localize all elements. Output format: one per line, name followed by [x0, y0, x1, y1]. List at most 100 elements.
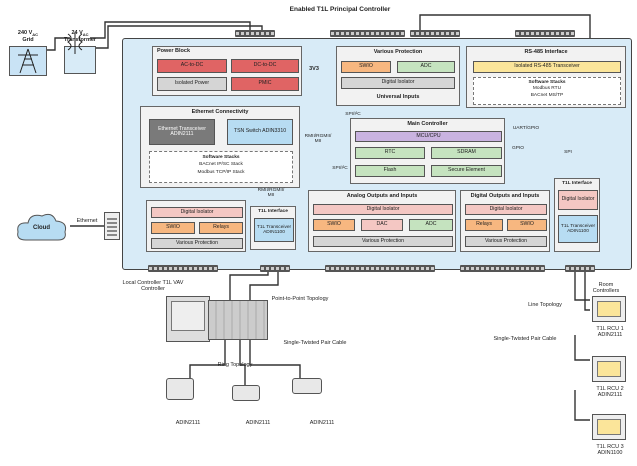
left-swio-block: SWIO	[151, 222, 195, 234]
local-controller-label: Local Controller T1L VAV Controller	[122, 280, 184, 293]
ring-topology-label: Ring Topology	[217, 362, 253, 368]
ethernet-stack-1: BACnet IP/SC Stack	[199, 162, 243, 168]
terminal-block	[410, 30, 460, 37]
bus-spi-label: SPI	[564, 150, 572, 155]
transformer-feed-wire	[90, 21, 251, 39]
rcu-label-2: T1L RCU 2 ADIN2111	[596, 386, 624, 399]
line-topology-label: Line Topology	[528, 302, 562, 308]
left-io-block: Digital Isolator SWIO Relays Various Pro…	[146, 200, 246, 252]
dac-block: DAC	[361, 219, 403, 231]
rcu-device-1	[592, 296, 626, 322]
transformer-return-wire	[90, 25, 263, 49]
ac-dc-block: AC-to-DC	[157, 59, 227, 73]
terminal-block	[330, 30, 405, 37]
bus-spi-i2c-mid-label: SPI/I²C	[332, 166, 348, 171]
digital-io-block: Digital Outputs and Inputs Digital Isola…	[460, 190, 550, 252]
t1l-right-title: T1L Interface	[562, 181, 592, 186]
power-block: Power Block AC-to-DC DC-to-DC Isolated P…	[152, 46, 302, 96]
t1l-right-transceiver: T1L Transceiver ADIN1100	[558, 215, 598, 243]
terminal-block	[235, 30, 275, 37]
main-controller: Main Controller MCU/CPU RTC SDRAM Flash …	[350, 118, 505, 184]
t1l-interface-right: T1L Interface Digital Isolator T1L Trans…	[554, 178, 600, 252]
local-controller-device	[166, 296, 210, 342]
ethernet-link-label: Ethernet	[76, 218, 98, 224]
left-relays-block: Relays	[199, 222, 243, 234]
rcu-label-1: T1L RCU 1 ADIN2111	[596, 326, 624, 339]
ethernet-connectivity: Ethernet Connectivity Ethernet Transceiv…	[140, 106, 300, 188]
ring-device-3	[292, 378, 322, 394]
digital-various-protection: Various Protection	[465, 236, 547, 247]
rcu-device-2	[592, 356, 626, 382]
analog-adc-block: ADC	[409, 219, 453, 231]
ethernet-port	[104, 212, 120, 240]
ethernet-transceiver-block: Ethernet Transceiver ADIN2111	[149, 119, 215, 145]
terminal-block	[460, 265, 545, 272]
right-single-pair-label: Single-Twisted Pair Cable	[493, 336, 557, 342]
ring-device-1	[166, 378, 194, 400]
ethernet-stack-2: Modbus TCP/IP Stack	[197, 169, 245, 175]
rs485-stack-2: BACnet MS/TP	[530, 92, 564, 98]
terminal-block	[148, 265, 218, 272]
bus-spi-i2c-top-label: SPI/I²C	[345, 112, 361, 117]
room-controllers-label: Room Controllers	[592, 282, 620, 295]
p2p-topology-label: Point-to-Point Topology	[271, 296, 329, 302]
protection-title: Various Protection	[373, 49, 423, 55]
transformer: 24 VAC Transformer	[60, 30, 100, 80]
adin-label-2: ADIN2111	[245, 420, 271, 426]
t1l-right-digital-isolator: Digital Isolator	[558, 190, 598, 210]
secure-element-block: Secure Element	[431, 165, 502, 177]
ethernet-software-stacks: Software Stacks BACnet IP/SC Stack Modbu…	[149, 151, 293, 183]
diagram-title: Enabled T1L Principal Controller	[289, 6, 391, 13]
digital-swio-block: SWIO	[507, 219, 547, 231]
rs485-software-stacks: Software Stacks Modbus RTU BACnet MS/TP	[473, 77, 621, 105]
digital-isolator-block: Digital Isolator	[341, 77, 455, 89]
analog-io-block: Analog Outputs and Inputs Digital Isolat…	[308, 190, 456, 252]
cloud-label: Cloud	[33, 225, 50, 231]
t1l-left-transceiver: T1L Transceiver ADIN1100	[254, 218, 294, 242]
dc-dc-block: DC-to-DC	[231, 59, 299, 73]
rtc-block: RTC	[355, 147, 425, 159]
io-module-device	[208, 300, 268, 340]
terminal-block	[260, 265, 290, 272]
bus-rmii-left-label: RMII/RGMII/ MII	[257, 188, 285, 199]
analog-io-title: Analog Outputs and Inputs	[346, 193, 418, 199]
digital-digital-isolator: Digital Isolator	[465, 204, 547, 215]
adin-label-1: ADIN2111	[175, 420, 201, 426]
sdram-block: SDRAM	[431, 147, 502, 159]
analog-various-protection: Various Protection	[313, 236, 453, 247]
terminal-block	[565, 265, 595, 272]
pmic-block: PMIC	[231, 77, 299, 91]
bottom-single-pair-label: Single-Twisted Pair Cable	[283, 340, 347, 346]
rcu-device-3	[592, 414, 626, 440]
cloud-icon: Cloud	[14, 210, 69, 246]
t1l-left-title: T1L Interface	[258, 209, 288, 214]
grid-to-transformer-wire	[45, 37, 70, 51]
main-controller-title: Main Controller	[407, 121, 448, 127]
rs485-title: RS-485 Interface	[524, 49, 568, 55]
universal-inputs-label: Universal Inputs	[376, 94, 420, 100]
mcu-cpu-block: MCU/CPU	[355, 131, 502, 142]
analog-swio-block: SWIO	[313, 219, 355, 231]
rs485-transceiver-block: Isolated RS-485 Transceiver	[473, 61, 621, 73]
flash-block: Flash	[355, 165, 425, 177]
rcu-label-3: T1L RCU 3 ADIN1100	[596, 444, 624, 457]
terminal-block	[515, 30, 575, 37]
swio-block: SWIO	[341, 61, 391, 73]
transformer-label-1: 24 V	[71, 30, 83, 36]
isolated-power-block: Isolated Power	[157, 77, 227, 91]
analog-digital-isolator: Digital Isolator	[313, 204, 453, 215]
terminal-block	[325, 265, 435, 272]
left-various-protection: Various Protection	[151, 238, 243, 249]
transformer-label-sub: AC	[82, 32, 89, 38]
ring-device-2	[232, 385, 260, 401]
grid-label-1: 240 V	[17, 30, 33, 36]
digital-relays-block: Relays	[465, 219, 503, 231]
digital-io-title: Digital Outputs and Inputs	[470, 193, 540, 199]
bus-rmii-top-label: RMII/RGMII/ MII	[304, 134, 332, 145]
rs485-stacks-title: Software Stacks	[528, 80, 566, 85]
adin-label-3: ADIN2111	[309, 420, 335, 426]
grid-label-sub: AC	[32, 32, 39, 38]
transformer-icon	[64, 32, 96, 74]
power-block-title: Power Block	[157, 48, 191, 54]
tsn-switch-block: TSN Switch ADIN3310	[227, 119, 293, 145]
